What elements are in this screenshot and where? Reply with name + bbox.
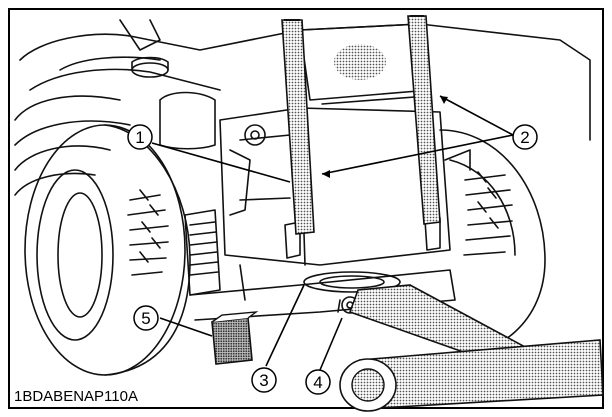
leader-2a	[439, 95, 514, 136]
callout-3: 3	[251, 367, 277, 393]
wheel-chock	[211, 311, 259, 365]
callout-4-label: 4	[313, 373, 322, 392]
jack-arm	[339, 284, 604, 412]
callout-leaders	[151, 95, 514, 371]
callout-3-label: 3	[259, 371, 268, 390]
support-stands	[281, 15, 441, 235]
leader-5	[159, 317, 213, 337]
leader-1	[151, 142, 291, 183]
callout-1-label: 1	[135, 128, 144, 147]
callout-2-label: 2	[520, 128, 529, 147]
callout-5-label: 5	[141, 309, 150, 328]
callout-2: 2	[512, 124, 538, 150]
figure-code: 1BDABENAP110A	[14, 388, 138, 405]
callout-arrowheads	[322, 96, 448, 178]
callout-5: 5	[133, 305, 159, 331]
callout-4: 4	[305, 369, 331, 395]
leader-3	[265, 284, 305, 367]
callout-1: 1	[127, 124, 153, 150]
leader-4	[319, 317, 343, 371]
leader-2b	[321, 134, 514, 175]
grille-dots	[334, 44, 386, 80]
